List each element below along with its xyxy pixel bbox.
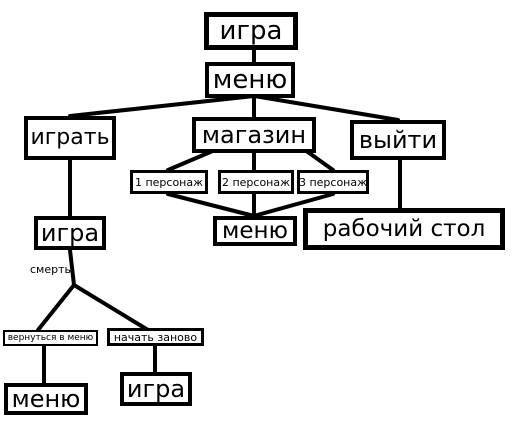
edge-menu-play — [68, 94, 256, 118]
node-shop: магазин — [192, 117, 316, 153]
edge-char1-menu — [166, 192, 256, 218]
edge-death-return — [36, 283, 76, 332]
node-menu-shop: меню — [213, 216, 297, 246]
edge-shop-char1 — [166, 148, 217, 172]
edge-death-restart — [72, 283, 150, 332]
edge-game-death — [68, 248, 76, 287]
edge-label-death: смерть — [30, 263, 71, 276]
node-game-top: игра — [204, 12, 298, 50]
node-char2: 2 персонаж — [218, 170, 294, 194]
node-play: играть — [24, 116, 116, 160]
node-desktop: рабочий стол — [303, 208, 505, 250]
node-char3: 3 персонаж — [297, 170, 369, 194]
edge-shop-char3 — [303, 148, 335, 172]
node-quit: выйти — [350, 120, 446, 160]
node-menu-top: меню — [205, 62, 295, 98]
node-menu-bottom: меню — [4, 383, 88, 415]
node-restart: начать заново — [107, 328, 204, 346]
node-game-bottom: игра — [120, 372, 192, 406]
node-char1: 1 персонаж — [130, 170, 208, 194]
edge-char3-menu — [252, 192, 335, 218]
edge-menu-quit — [252, 94, 400, 122]
node-return-menu: вернуться в меню — [3, 330, 98, 346]
node-game-mid: игра — [34, 216, 106, 250]
